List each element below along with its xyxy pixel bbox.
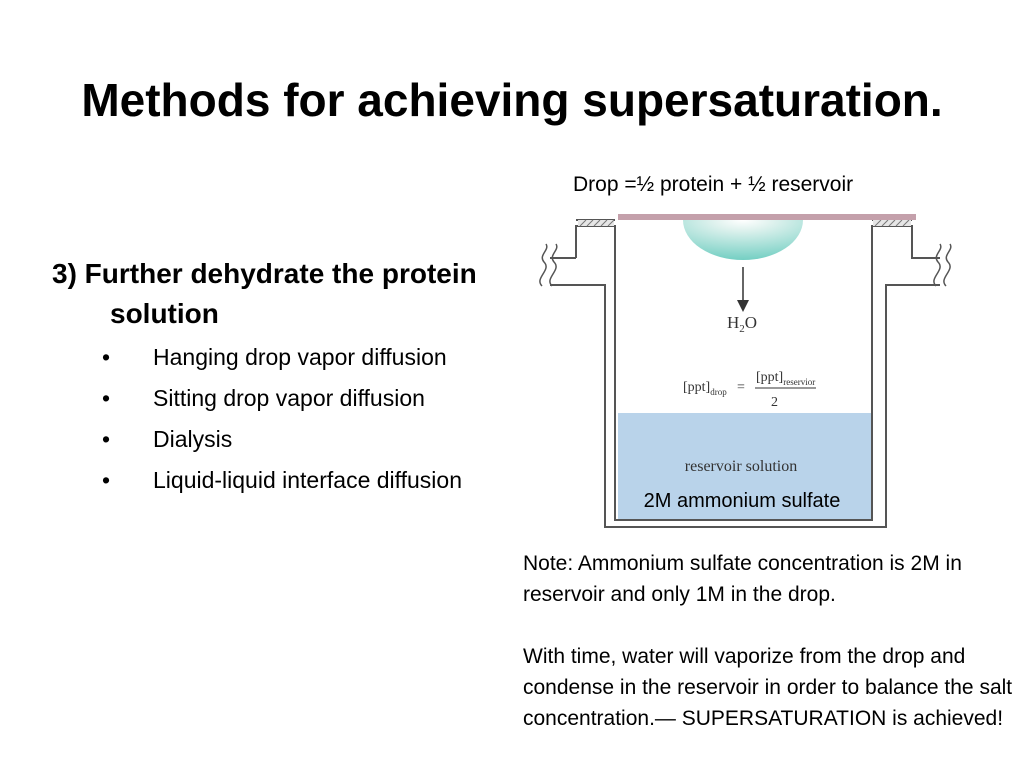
note-paragraph: Note: Ammonium sulfate concentration is …	[523, 552, 962, 606]
reservoir-label: reservoir solution	[685, 458, 797, 475]
list-item: • Hanging drop vapor diffusion	[52, 340, 502, 375]
note-paragraph: With time, water will vaporize from the …	[523, 645, 1013, 730]
break-mark-left	[539, 243, 558, 287]
break-mark-right	[933, 243, 952, 287]
list-item-text: Sitting drop vapor diffusion	[153, 385, 425, 411]
list-item-text: Dialysis	[153, 426, 233, 452]
list-item-text: Hanging drop vapor diffusion	[153, 344, 447, 370]
list-item-text: Liquid-liquid interface diffusion	[153, 467, 462, 493]
note-text: Note: Ammonium sulfate concentration is …	[523, 548, 1018, 734]
bullet-icon: •	[102, 426, 111, 452]
equation-denominator: 2	[771, 395, 778, 410]
bullet-icon: •	[102, 344, 111, 370]
method-list-section: 3) Further dehydrate the protein solutio…	[52, 254, 502, 504]
list-item: • Liquid-liquid interface diffusion	[52, 463, 502, 498]
list-item: • Sitting drop vapor diffusion	[52, 381, 502, 416]
method-heading: 3) Further dehydrate the protein solutio…	[52, 258, 477, 329]
equation-lhs: [ppt]drop	[683, 380, 727, 397]
vapor-arrow-icon	[737, 300, 749, 312]
list-item: • Dialysis	[52, 422, 502, 457]
bullet-icon: •	[102, 385, 111, 411]
hanging-drop	[683, 220, 803, 260]
hanging-drop-diagram: H2O [ppt]drop = [ppt]reservior 2 reservo…	[539, 214, 952, 528]
well-outer-wall	[550, 284, 940, 528]
concentration-label: 2M ammonium sulfate	[644, 490, 841, 512]
bullet-icon: •	[102, 467, 111, 493]
diagram-caption: Drop =½ protein + ½ reservoir	[573, 173, 854, 196]
equation-equals: =	[737, 380, 745, 395]
method-list: • Hanging drop vapor diffusion • Sitting…	[52, 340, 502, 498]
reservoir-liquid	[618, 413, 872, 520]
slide-title: Methods for achieving supersaturation.	[81, 74, 943, 126]
cover-slip	[618, 214, 916, 220]
grease-seal-left	[578, 219, 615, 227]
water-label: H2O	[727, 313, 757, 335]
equation-numerator: [ppt]reservior	[756, 370, 815, 387]
grease-seal-right	[873, 219, 911, 227]
